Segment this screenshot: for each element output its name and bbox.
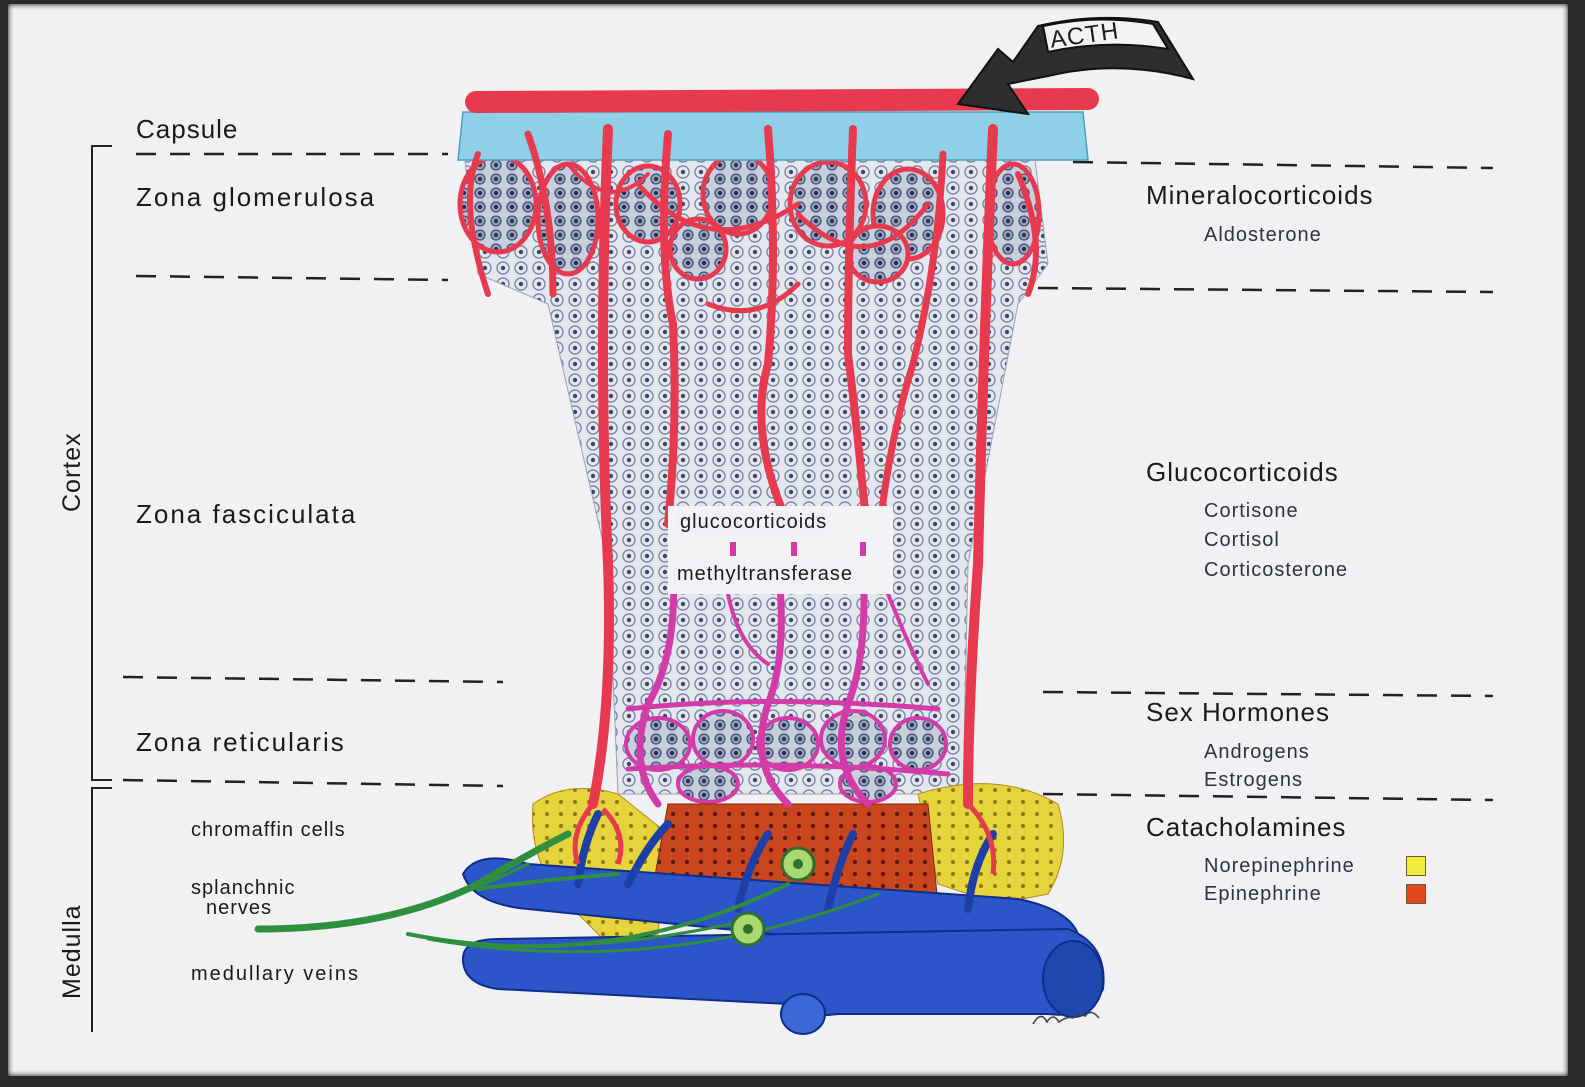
label-medulla: Medulla [58,904,87,999]
legend-epinephrine-swatch [1406,884,1426,904]
label-zona-reticularis: Zona reticularis [136,729,346,755]
diagram-frame: Capsule Zona glomerulosa Zona fasciculat… [8,4,1568,1076]
label-catecholamines: Catacholamines [1146,814,1346,840]
label-chromaffin-cells: chromaffin cells [191,820,346,840]
label-nerves: nerves [206,898,272,918]
label-medullary-veins: medullary veins [191,964,360,984]
label-androgens: Androgens [1204,742,1310,762]
label-splanchnic: splanchnic [191,878,296,898]
zone-boundaries-left [123,154,503,786]
label-mineralocorticoids: Mineralocorticoids [1146,182,1374,208]
label-cortisol: Cortisol [1204,530,1280,550]
label-estrogens: Estrogens [1204,770,1303,790]
label-sex-hormones: Sex Hormones [1146,699,1330,725]
label-norepinephrine: Norepinephrine [1204,856,1355,876]
label-zona-fasciculata: Zona fasciculata [136,501,357,527]
label-aldosterone: Aldosterone [1204,225,1322,245]
label-cortisone: Cortisone [1204,501,1299,521]
legend-norepinephrine-swatch [1406,856,1426,876]
label-cortex: Cortex [58,432,87,512]
label-capsule: Capsule [136,116,238,142]
label-center-glucocorticoids: glucocorticoids [676,511,831,534]
label-glucocorticoids: Glucocorticoids [1146,459,1339,485]
label-corticosterone: Corticosterone [1204,560,1348,580]
label-zona-glomerulosa: Zona glomerulosa [136,184,376,210]
region-brackets [92,146,112,1032]
label-epinephrine: Epinephrine [1204,884,1322,904]
label-methyltransferase: methyltransferase [673,563,857,586]
